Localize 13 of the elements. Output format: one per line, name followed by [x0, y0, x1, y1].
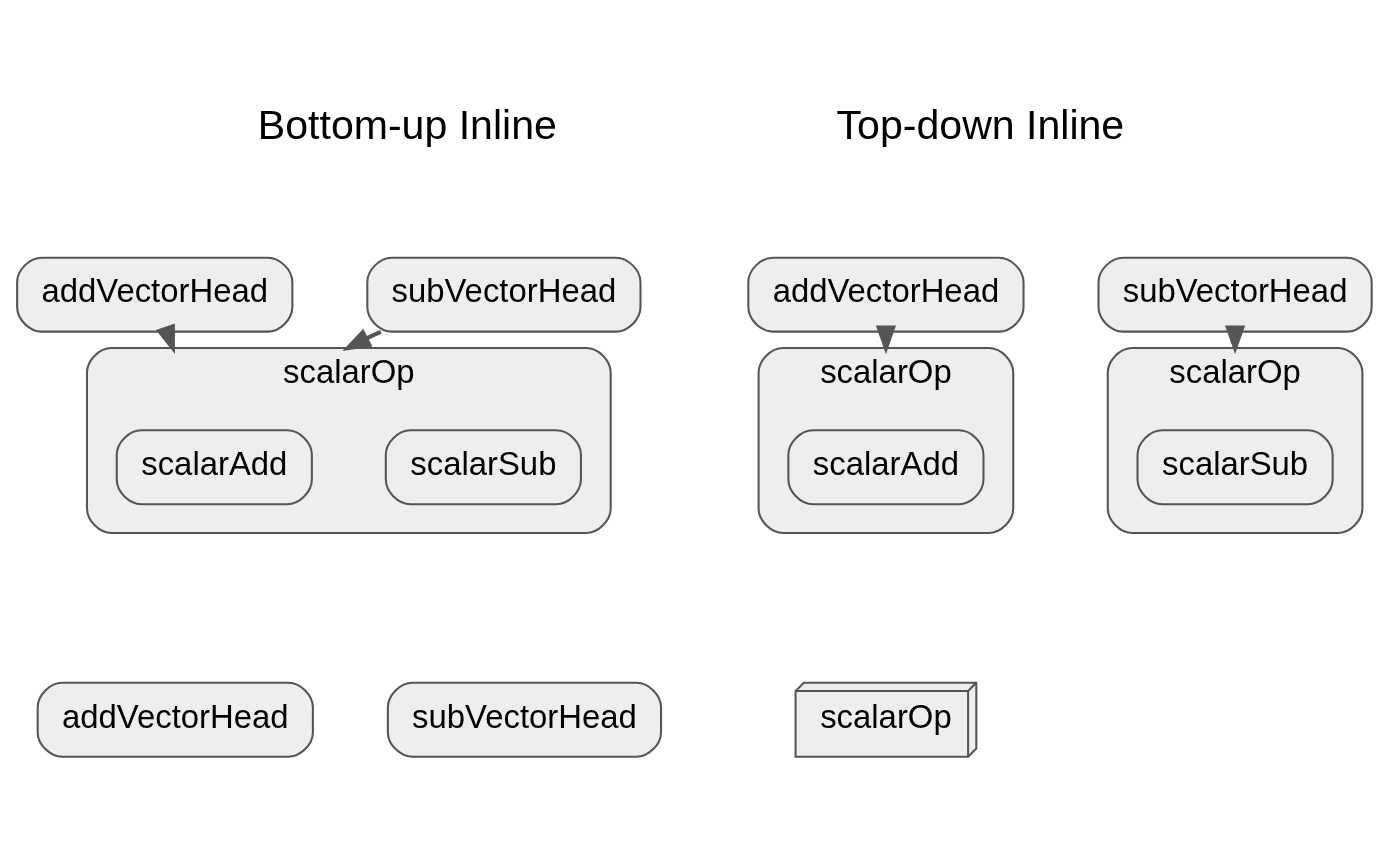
arrow — [342, 328, 382, 351]
node-box: scalarSub — [384, 429, 582, 506]
label: Top-down Inline — [836, 101, 1125, 148]
arrow — [155, 323, 175, 354]
label: Bottom-up Inline — [257, 101, 557, 148]
node-box: scalarSub — [1136, 429, 1334, 506]
node-box: subVectorHead — [386, 681, 663, 758]
arrow — [1225, 325, 1246, 355]
node-box: subVectorHead — [366, 256, 642, 333]
node-box: addVectorHead — [36, 681, 314, 758]
arrow — [875, 325, 896, 355]
node-box: scalarAdd — [115, 429, 313, 506]
node-box: scalarAdd — [787, 429, 985, 506]
